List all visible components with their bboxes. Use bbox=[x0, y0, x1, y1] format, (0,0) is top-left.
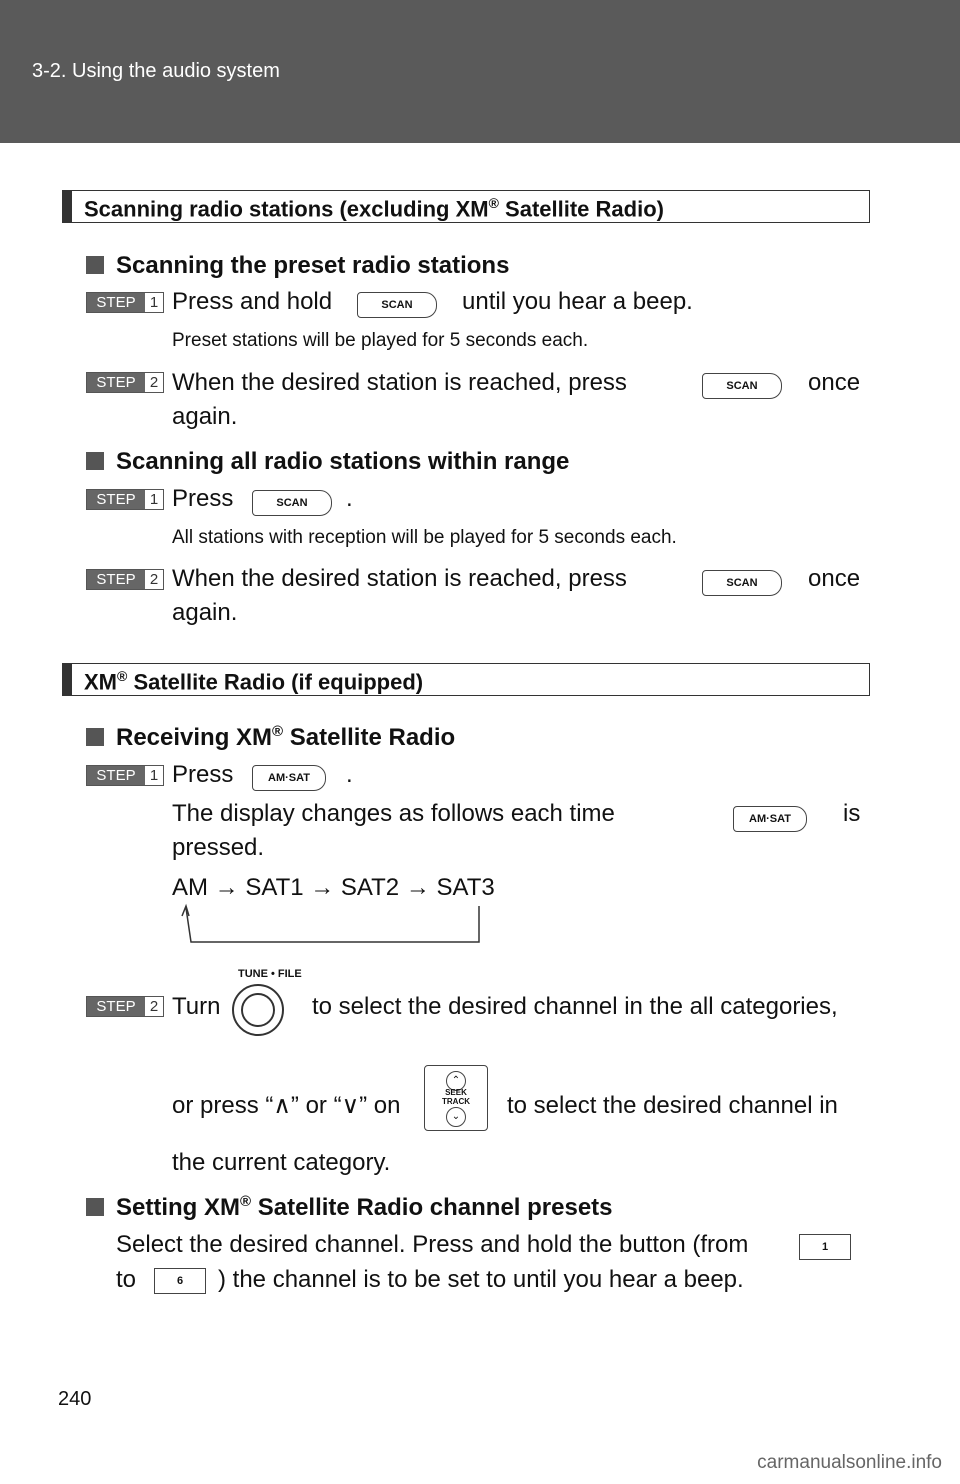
subhead-presets: Setting XM® Satellite Radio channel pres… bbox=[86, 1193, 613, 1222]
step-text-end: . bbox=[346, 761, 353, 788]
band-cycle: AM → SAT1 → SAT2 → SAT3 bbox=[172, 874, 495, 901]
step-text: The display changes as follows each time bbox=[172, 800, 615, 827]
step-text-cont: again. bbox=[172, 599, 238, 626]
scan-button[interactable]: SCAN bbox=[252, 490, 332, 516]
step-text-cont: the current category. bbox=[172, 1149, 391, 1176]
chevron-down-icon: ⌄ bbox=[446, 1107, 466, 1127]
step-text-end: once bbox=[808, 369, 861, 396]
square-bullet-icon bbox=[86, 256, 104, 274]
step-text: or press “∧” or “∨” on bbox=[172, 1092, 401, 1119]
step-text: Press and hold bbox=[172, 288, 333, 315]
header-title: 3-2. Using the audio system bbox=[32, 60, 280, 82]
step-text: to select the desired channel in the all… bbox=[312, 993, 838, 1020]
watermark: carmanualsonline.info bbox=[757, 1452, 942, 1473]
subhead-receiving: Receiving XM® Satellite Radio bbox=[86, 723, 455, 752]
step-text-cont: pressed. bbox=[172, 834, 265, 861]
scan-button[interactable]: SCAN bbox=[357, 292, 437, 318]
subhead-all: Scanning all radio stations within range bbox=[86, 448, 569, 476]
note: All stations with reception will be play… bbox=[172, 527, 677, 548]
step-text: to select the desired channel in bbox=[507, 1092, 838, 1119]
cycle-return-arrow-icon bbox=[181, 903, 480, 943]
preset-button-1[interactable]: 1 bbox=[799, 1234, 851, 1260]
scan-button[interactable]: SCAN bbox=[702, 570, 782, 596]
note: Preset stations will be played for 5 sec… bbox=[172, 330, 589, 351]
body-text: Select the desired channel. Press and ho… bbox=[116, 1231, 749, 1258]
square-bullet-icon bbox=[86, 452, 104, 470]
page-number: 240 bbox=[58, 1388, 92, 1410]
step-text-end: . bbox=[346, 485, 353, 512]
preset-button-6[interactable]: 6 bbox=[154, 1268, 206, 1294]
section-title-xm: XM® Satellite Radio (if equipped) bbox=[62, 663, 870, 696]
step-text-end: once bbox=[808, 565, 861, 592]
chevron-up-icon: ⌃ bbox=[446, 1071, 466, 1091]
body-text: to bbox=[116, 1266, 137, 1293]
tune-file-knob[interactable] bbox=[232, 984, 284, 1036]
am-sat-button[interactable]: AM·SAT bbox=[733, 806, 807, 832]
step-text: Turn bbox=[172, 993, 221, 1020]
body-text: ) the channel is to be set to until you … bbox=[218, 1266, 744, 1293]
subhead-preset: Scanning the preset radio stations bbox=[86, 252, 509, 280]
step-text: When the desired station is reached, pre… bbox=[172, 369, 627, 396]
square-bullet-icon bbox=[86, 1198, 104, 1216]
scan-button[interactable]: SCAN bbox=[702, 373, 782, 399]
tune-file-label: TUNE • FILE bbox=[238, 968, 302, 980]
step-text: When the desired station is reached, pre… bbox=[172, 565, 627, 592]
step-text: Press bbox=[172, 761, 234, 788]
am-sat-button[interactable]: AM·SAT bbox=[252, 765, 326, 791]
step-text-cont: again. bbox=[172, 403, 238, 430]
step-text: Press bbox=[172, 485, 234, 512]
step-text-end: until you hear a beep. bbox=[462, 288, 693, 315]
page-header: 3-2. Using the audio system bbox=[0, 0, 960, 143]
square-bullet-icon bbox=[86, 728, 104, 746]
step-text-end: is bbox=[843, 800, 861, 827]
section-title-scanning: Scanning radio stations (excluding XM® S… bbox=[62, 190, 870, 223]
